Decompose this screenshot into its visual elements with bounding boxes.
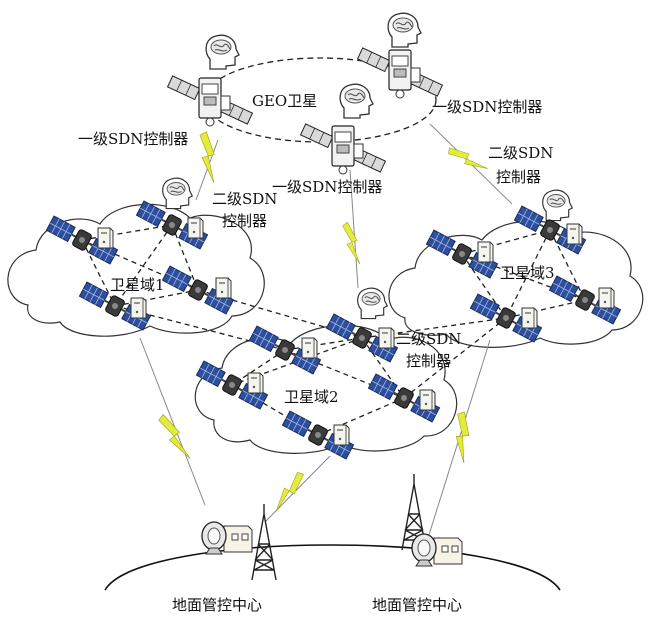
brain-in-head-icon bbox=[542, 189, 573, 222]
label-l1-controller-right: 一级SDN控制器 bbox=[432, 98, 542, 116]
server-icon bbox=[130, 297, 147, 319]
label-ground-control-left: 地面管控中心 bbox=[172, 596, 262, 614]
label-l2-controller-left-line1: 二级SDN bbox=[212, 190, 277, 208]
server-icon bbox=[419, 389, 436, 411]
server-icon bbox=[598, 287, 615, 309]
ground-antenna-icon bbox=[411, 533, 463, 567]
lightning-link-icon bbox=[157, 410, 191, 465]
geo-satellite-icon bbox=[299, 123, 387, 175]
server-icon bbox=[566, 223, 583, 245]
label-l2-controller-left-line2: 控制器 bbox=[222, 212, 267, 230]
label-l2-controller-mid-line2: 控制器 bbox=[406, 352, 451, 370]
label-ground-control-right: 地面管控中心 bbox=[372, 596, 462, 614]
server-icon bbox=[97, 227, 114, 249]
ground-antenna-icon bbox=[201, 521, 253, 555]
label-domain-1: 卫星域1 bbox=[110, 276, 165, 294]
brain-in-head-icon bbox=[387, 12, 422, 48]
server-icon bbox=[477, 241, 494, 263]
lightning-link-icon bbox=[342, 221, 361, 266]
server-icon bbox=[378, 327, 395, 349]
server-icon bbox=[521, 307, 538, 329]
transmission-tower-icon bbox=[251, 503, 277, 581]
label-l2-controller-mid-line1: 二级SDN bbox=[396, 330, 461, 348]
label-geo-satellite: GEO卫星 bbox=[252, 92, 317, 110]
server-icon bbox=[247, 372, 264, 394]
brain-in-head-icon bbox=[357, 287, 388, 320]
lightning-link-icon bbox=[265, 469, 311, 512]
server-icon bbox=[301, 337, 318, 359]
geo-satellite-icon bbox=[166, 75, 254, 127]
label-l1-controller-left: 一级SDN控制器 bbox=[78, 130, 188, 148]
ground-arc bbox=[104, 544, 561, 591]
label-l2-controller-right-line2: 控制器 bbox=[496, 168, 541, 186]
label-l2-controller-right-line1: 二级SDN bbox=[488, 144, 553, 162]
brain-in-head-icon bbox=[162, 177, 193, 210]
label-l1-controller-mid: 一级SDN控制器 bbox=[272, 178, 382, 196]
lightning-link-icon bbox=[195, 130, 219, 183]
server-icon bbox=[333, 424, 350, 446]
label-domain-3: 卫星域3 bbox=[500, 264, 555, 282]
brain-in-head-icon bbox=[205, 34, 240, 70]
server-icon bbox=[215, 277, 232, 299]
label-domain-2: 卫星域2 bbox=[284, 388, 339, 406]
server-icon bbox=[187, 217, 204, 239]
brain-in-head-icon bbox=[339, 83, 374, 119]
geo-satellite-icon bbox=[356, 47, 444, 99]
